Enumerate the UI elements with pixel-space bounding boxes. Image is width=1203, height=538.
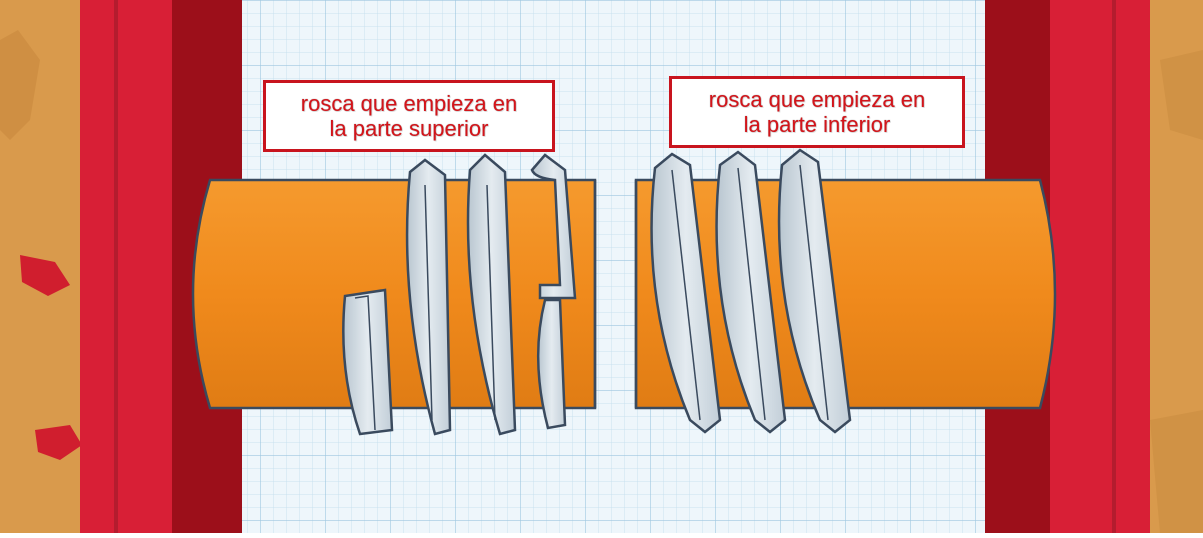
callout-left-line1: rosca que empieza en — [300, 91, 518, 116]
left-red-frame — [80, 0, 242, 533]
callout-bottom-start-thread: rosca que empieza en la parte inferior — [669, 76, 965, 148]
right-red-frame — [985, 0, 1150, 533]
callout-top-start-thread: rosca que empieza en la parte superior — [263, 80, 555, 152]
callout-right-line1: rosca que empieza en — [708, 87, 926, 112]
callout-left-line2: la parte superior — [329, 116, 489, 141]
right-threaded-cylinder — [634, 148, 1057, 434]
left-threaded-cylinder — [191, 153, 597, 436]
callout-right-line2: la parte inferior — [743, 112, 891, 137]
